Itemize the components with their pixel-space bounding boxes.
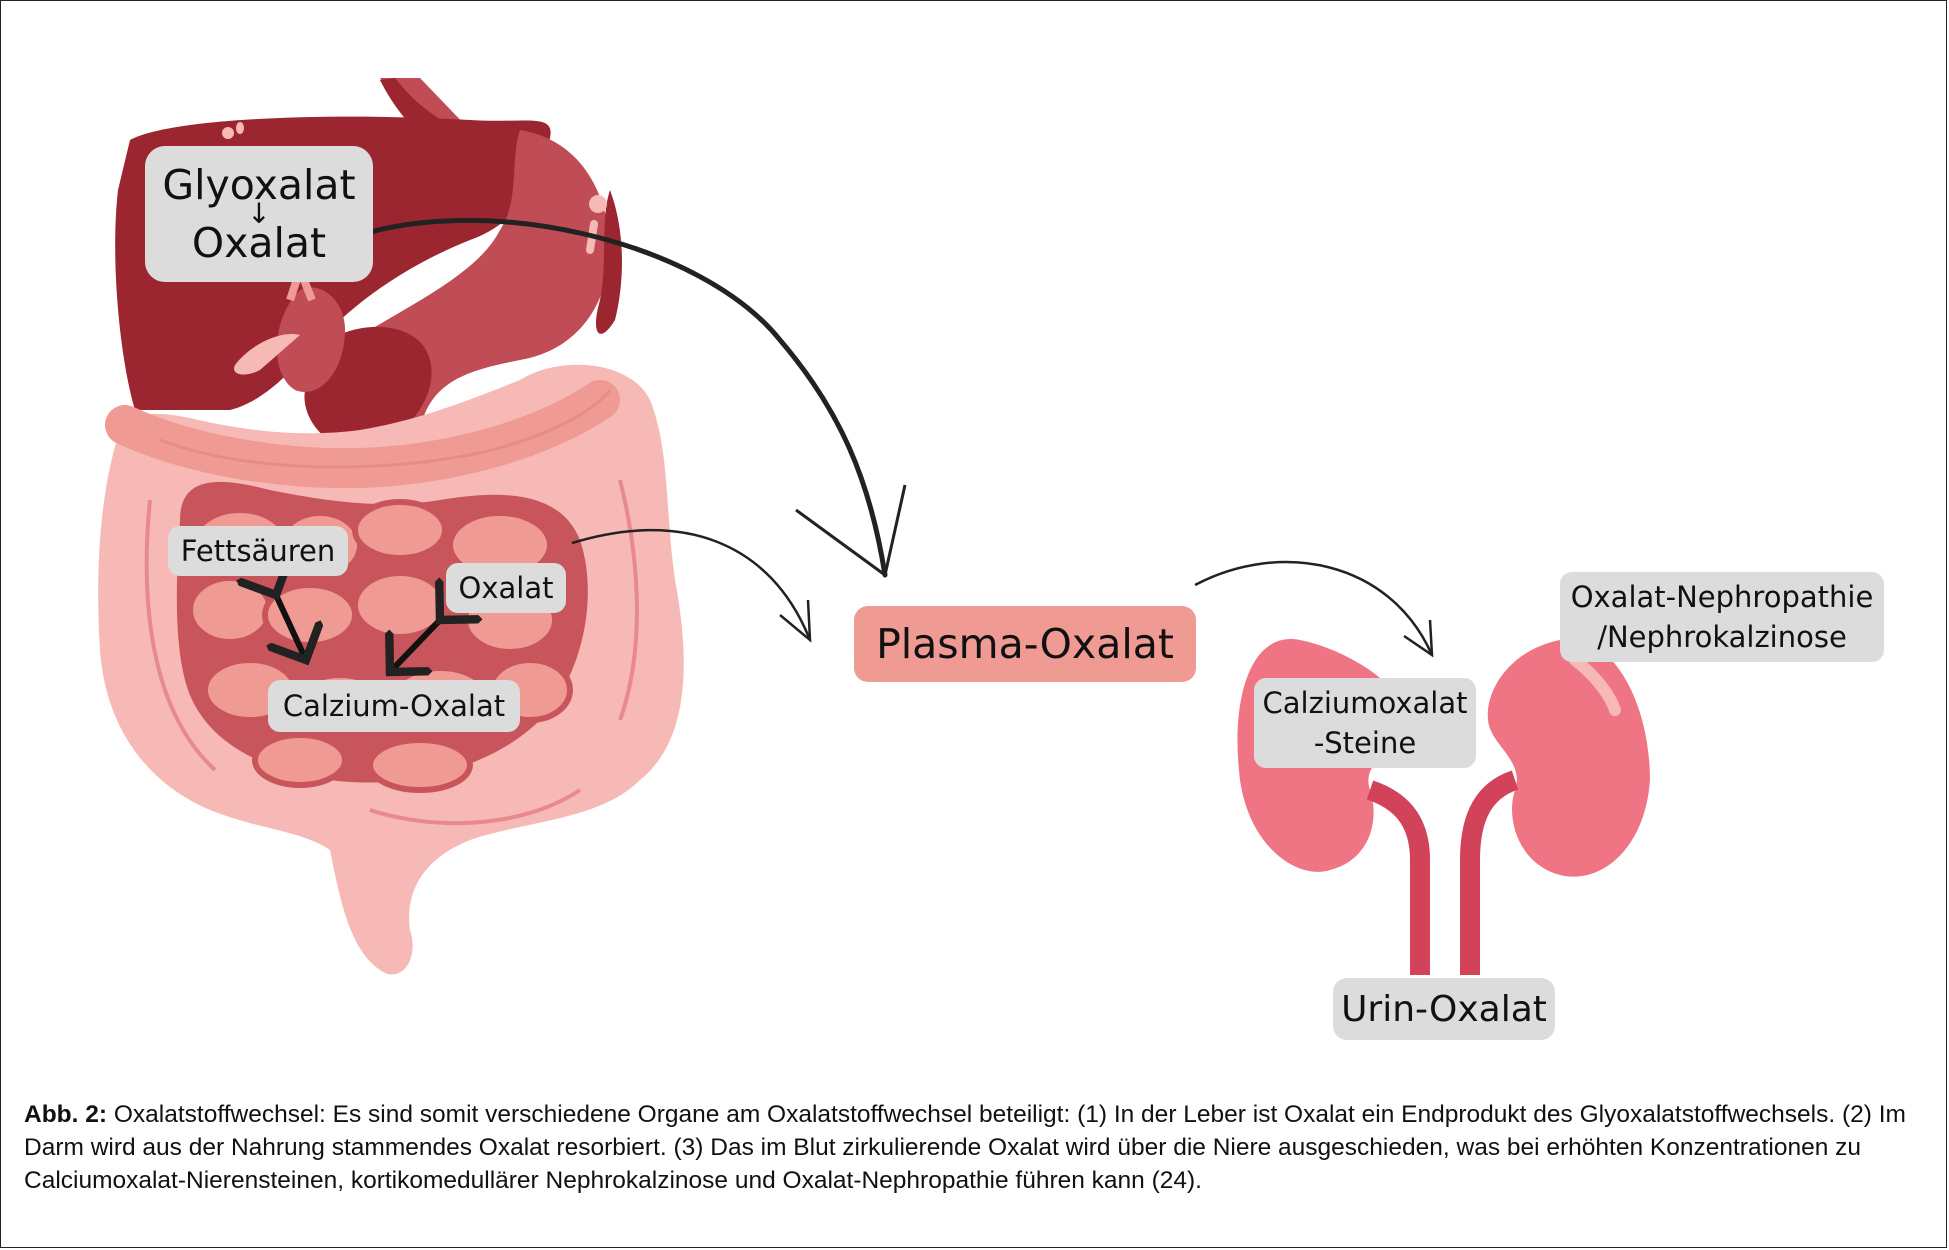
arrow-down-icon: ↓: [247, 197, 271, 230]
calcium-oxalat-label: Calzium-Oxalat: [268, 680, 520, 732]
flow-arrows: [276, 217, 1434, 672]
plasma-oxalat-label: Plasma-Oxalat: [854, 606, 1196, 682]
nephropathie-label: Oxalat-Nephropathie /Nephrokalzinose: [1560, 572, 1884, 662]
glyoxalat-text: Glyoxalat: [162, 161, 356, 209]
caption-prefix: Abb. 2:: [24, 1101, 108, 1128]
calciumoxalat-line1: Calziumoxalat: [1262, 686, 1468, 720]
oxalat-gut-label: Oxalat: [446, 563, 566, 613]
nephropathie-line2: /Nephrokalzinose: [1597, 620, 1847, 654]
fettsaeuren-label: Fettsäuren: [168, 526, 348, 576]
oxalat-liver-text: Oxalat: [191, 219, 327, 267]
glyoxalat-oxalat-label: Glyoxalat ↓ Oxalat: [145, 146, 373, 282]
urin-oxalat-label: Urin-Oxalat: [1333, 978, 1555, 1040]
figure-caption: Abb. 2: Oxalatstoffwechsel: Es sind somi…: [24, 1098, 1924, 1197]
calciumoxalat-line2: -Steine: [1313, 726, 1417, 760]
caption-text: Oxalatstoffwechsel: Es sind somit versch…: [24, 1101, 1906, 1194]
calciumoxalat-steine-label: Calziumoxalat -Steine: [1254, 678, 1476, 768]
nephropathie-line1: Oxalat-Nephropathie: [1570, 580, 1874, 614]
